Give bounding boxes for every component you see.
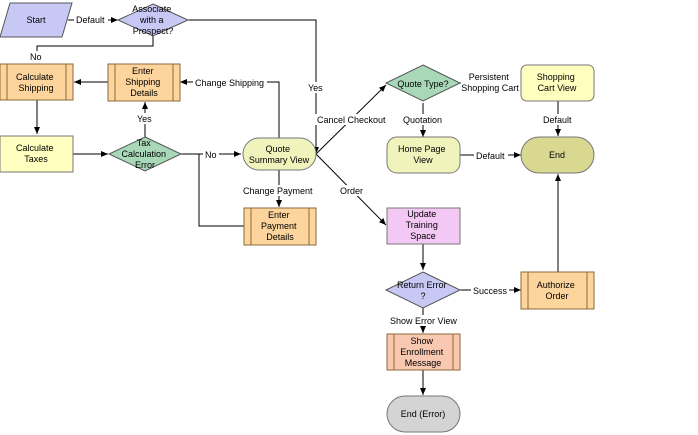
- node-end-error[interactable]: End (Error): [386, 395, 461, 433]
- label-default-cart: Default: [543, 115, 572, 125]
- node-enter-payment-details[interactable]: Enter Payment Details: [243, 207, 317, 246]
- node-start[interactable]: Start: [0, 2, 73, 38]
- node-enter-payment-label: Enter Payment Details: [261, 210, 299, 242]
- node-return-error[interactable]: Return Error ?: [384, 271, 462, 309]
- label-yes-tax: Yes: [137, 114, 152, 124]
- label-default-start: Default: [76, 15, 105, 25]
- node-tax-calculation-error[interactable]: Tax Calculation Error: [107, 136, 183, 172]
- node-show-enrollment-label: Show Enrollment Message: [400, 336, 446, 368]
- node-start-label: Start: [26, 15, 46, 25]
- node-calculate-shipping-label: Calculate Shipping: [16, 72, 56, 93]
- label-change-shipping: Change Shipping: [195, 78, 264, 88]
- node-quote-summary-view[interactable]: Quote Summary View: [242, 137, 317, 171]
- label-persistent-cart: Persistent Shopping Cart: [461, 72, 519, 93]
- node-tax-error-label: Tax Calculation Error: [121, 138, 168, 170]
- node-end[interactable]: End: [520, 136, 595, 174]
- node-enter-shipping-label: Enter Shipping Details: [125, 66, 163, 98]
- node-calculate-taxes[interactable]: Calculate Taxes: [0, 135, 74, 173]
- label-default-home: Default: [476, 151, 505, 161]
- edge-change-shipping: [180, 79, 280, 138]
- node-associate-prospect[interactable]: Associate with a Prospect?: [116, 3, 190, 37]
- node-associate-label: Associate with a Prospect?: [132, 4, 174, 36]
- node-authorize-order-label: Authorize Order: [537, 280, 578, 301]
- label-success: Success: [473, 286, 508, 296]
- label-no-associate: No: [30, 52, 42, 62]
- node-shopping-cart-label: Shopping Cart View: [537, 72, 578, 93]
- node-home-page-label: Home Page View: [398, 144, 448, 165]
- edge-payment-loop: [198, 154, 244, 227]
- label-quotation: Quotation: [403, 115, 442, 125]
- node-quote-summary-label: Quote Summary View: [249, 144, 310, 165]
- node-authorize-order[interactable]: Authorize Order: [520, 271, 595, 310]
- node-enter-shipping-details[interactable]: Enter Shipping Details: [107, 63, 181, 102]
- edge-associate-yes: [188, 19, 319, 154]
- label-no-tax: No: [205, 150, 217, 160]
- label-order: Order: [340, 186, 363, 196]
- node-return-error-label: Return Error ?: [397, 280, 449, 301]
- node-end-label: End: [549, 150, 565, 160]
- node-quote-type-label: Quote Type?: [397, 79, 448, 89]
- label-change-payment: Change Payment: [243, 186, 313, 196]
- node-calculate-shipping[interactable]: Calculate Shipping: [0, 63, 74, 101]
- edge-associate-no: [34, 34, 154, 62]
- node-show-enrollment-message[interactable]: Show Enrollment Message: [386, 333, 461, 371]
- node-quote-type[interactable]: Quote Type?: [384, 64, 462, 102]
- node-end-error-label: End (Error): [401, 409, 446, 419]
- label-show-error-view: Show Error View: [390, 316, 457, 326]
- node-calculate-taxes-label: Calculate Taxes: [16, 143, 56, 164]
- label-cancel-checkout: Cancel Checkout: [317, 115, 386, 125]
- label-yes-associate: Yes: [308, 83, 323, 93]
- edge-labels: Default No Yes Change Shipping Yes No Ca…: [28, 14, 575, 326]
- node-update-training-label: Update Training Space: [406, 209, 441, 241]
- node-shopping-cart-view[interactable]: Shopping Cart View: [520, 64, 595, 102]
- node-home-page-view[interactable]: Home Page View: [386, 136, 461, 174]
- node-update-training-space[interactable]: Update Training Space: [386, 207, 461, 245]
